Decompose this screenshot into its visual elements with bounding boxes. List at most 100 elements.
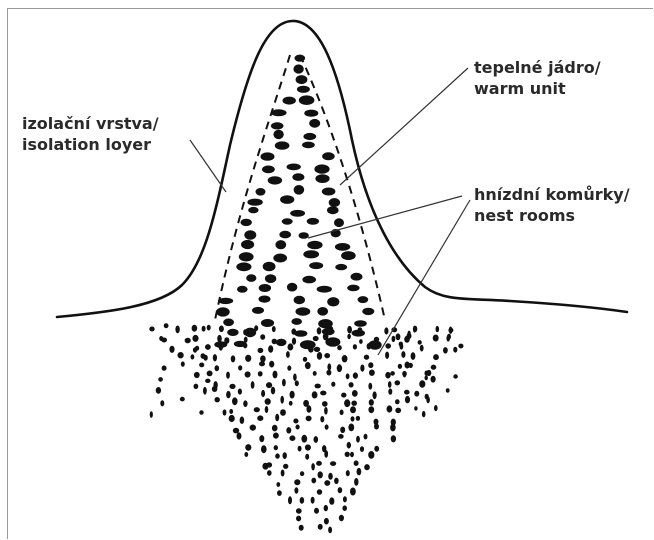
nest-chamber <box>358 296 369 303</box>
underground-dot <box>318 524 323 530</box>
underground-dot <box>178 352 184 358</box>
underground-dot <box>224 337 229 344</box>
underground-dot <box>261 390 265 397</box>
underground-dot <box>446 388 450 392</box>
underground-dot <box>414 391 419 397</box>
underground-dot <box>328 473 333 480</box>
underground-dot <box>258 371 263 376</box>
underground-dot <box>199 410 203 415</box>
underground-dot <box>384 327 388 334</box>
underground-dot <box>369 399 374 406</box>
underground-dot <box>240 417 245 424</box>
nest-chamber <box>241 219 252 226</box>
underground-dot <box>181 361 185 366</box>
nest-chamber <box>299 95 315 105</box>
underground-dot <box>433 354 439 360</box>
underground-dot <box>422 411 426 417</box>
warm-unit-label: tepelné jádro/ warm unit <box>474 57 601 99</box>
underground-dot <box>282 379 286 387</box>
underground-dot <box>342 505 347 511</box>
underground-dot <box>385 372 390 379</box>
underground-dot <box>324 518 329 525</box>
nest-chamber <box>341 251 356 260</box>
underground-dot <box>396 333 401 340</box>
underground-dot <box>231 355 236 362</box>
nest-chamber <box>347 285 359 292</box>
underground-dot <box>295 380 299 386</box>
underground-dot <box>354 460 359 466</box>
underground-dot <box>346 373 350 379</box>
nest-rooms-label-line1: hnízdní komůrky/ <box>474 184 630 205</box>
underground-dot <box>390 371 395 376</box>
underground-dot <box>299 525 304 531</box>
underground-dot <box>390 424 396 432</box>
underground-dot <box>245 444 251 451</box>
nest-rooms-leader-line-2 <box>378 200 470 355</box>
nest-chamber <box>307 218 319 225</box>
underground-dot <box>339 515 344 521</box>
underground-dot <box>245 355 251 362</box>
underground-dot <box>288 343 294 350</box>
nest-rooms-label-line2: nest rooms <box>474 205 630 226</box>
underground-dot <box>300 471 304 476</box>
underground-dot <box>334 478 339 484</box>
underground-dot <box>324 505 328 511</box>
nest-chamber <box>271 109 287 116</box>
underground-dot <box>403 371 406 377</box>
underground-dot <box>212 386 218 392</box>
underground-dot <box>353 372 358 378</box>
underground-dot <box>338 487 343 493</box>
underground-dot <box>293 419 298 424</box>
underground-dot <box>283 464 288 469</box>
underground-dot <box>286 427 291 433</box>
underground-dot <box>281 470 285 477</box>
underground-dot <box>317 489 322 495</box>
nest-chamber <box>276 339 287 346</box>
underground-dot <box>340 410 344 416</box>
underground-dot <box>431 376 436 383</box>
nest-chamber <box>303 250 319 258</box>
underground-dot <box>289 435 295 441</box>
underground-dot <box>368 362 373 368</box>
underground-dot <box>388 381 392 388</box>
underground-dot <box>453 374 458 378</box>
nest-chamber <box>283 97 296 105</box>
underground-dot <box>395 380 401 385</box>
nest-chamber <box>248 207 258 213</box>
underground-dot <box>260 334 265 340</box>
nest-chamber <box>322 188 336 196</box>
underground-dot <box>317 352 322 360</box>
underground-dot <box>296 508 302 513</box>
underground-dot <box>205 344 211 350</box>
underground-dot <box>300 497 305 504</box>
underground-dot <box>425 376 428 381</box>
underground-dot <box>287 365 291 370</box>
nest-chamber <box>239 252 254 261</box>
underground-dot <box>453 347 457 353</box>
underground-dot <box>364 355 369 360</box>
underground-dot <box>409 363 413 368</box>
underground-dot <box>244 452 248 457</box>
nest-chamber <box>282 218 293 224</box>
nest-chamber <box>329 198 340 207</box>
nest-chamber <box>354 320 367 327</box>
nest-chamber <box>244 230 256 239</box>
underground-dot <box>294 487 298 493</box>
underground-dot <box>391 435 396 442</box>
underground-dot <box>238 365 242 370</box>
underground-dot <box>374 424 379 430</box>
isolation-label-line2: isolation loyer <box>22 134 159 155</box>
underground-dot <box>259 361 265 366</box>
nest-chamber <box>275 240 286 249</box>
nest-chamber <box>287 164 301 171</box>
nest-chamber <box>241 240 254 249</box>
underground-dot <box>280 409 286 416</box>
underground-dot <box>160 400 164 406</box>
underground-dot <box>392 336 396 342</box>
nest-rooms-label: hnízdní komůrky/ nest rooms <box>474 184 630 226</box>
underground-dot <box>195 346 199 351</box>
underground-dot <box>374 446 379 452</box>
nest-chamber <box>246 274 256 282</box>
nest-chamber <box>227 329 238 336</box>
underground-dot <box>296 516 301 522</box>
